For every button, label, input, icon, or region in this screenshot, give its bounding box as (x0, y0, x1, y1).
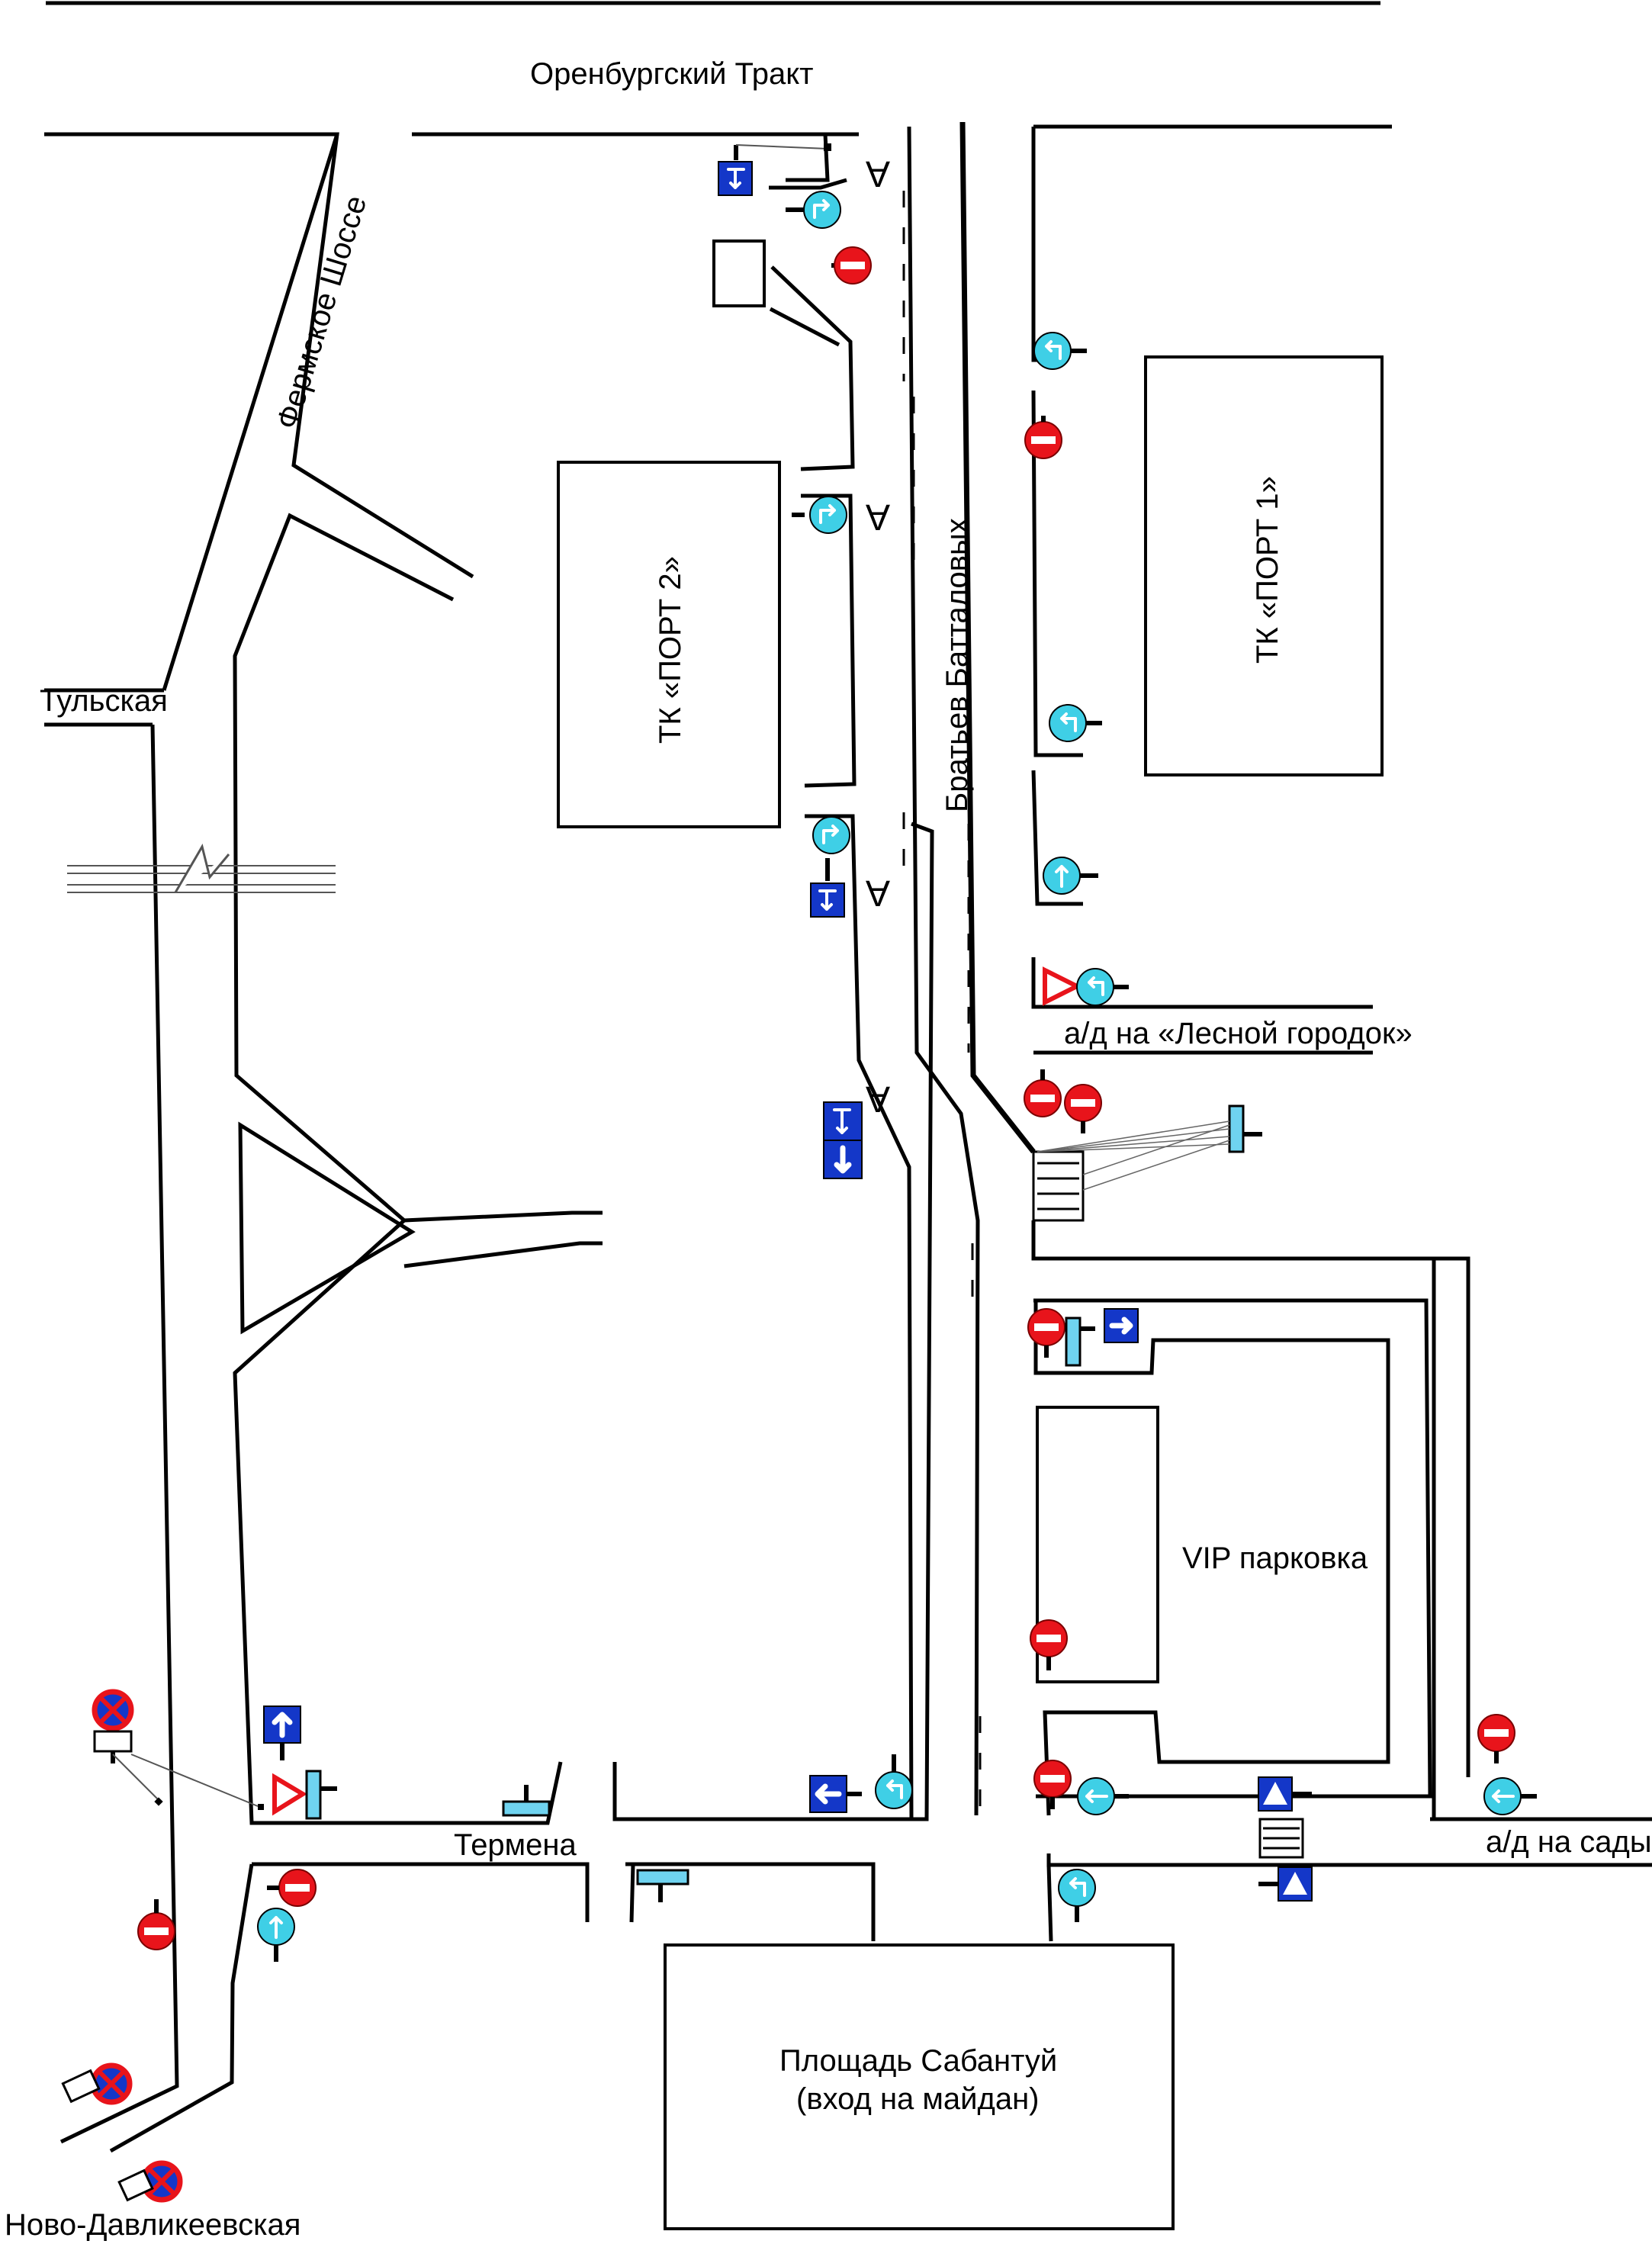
turn-right-sign (812, 815, 851, 855)
one-way-sign (810, 858, 845, 918)
label-port1: ТК «ПОРТ 1» (1251, 476, 1284, 664)
bus-stop-letter: A (866, 1079, 890, 1119)
label-orenburg-tract: Оренбургский Тракт (530, 57, 813, 91)
pedestrian-crossing-sign (1258, 1866, 1313, 1902)
go-straight-sign (1048, 703, 1102, 743)
port1-building (1144, 355, 1384, 776)
label-tulskaya: Тульская (40, 684, 168, 718)
go-straight-blue-sign (263, 1706, 301, 1760)
label-termena: Термена (454, 1828, 577, 1862)
small-building (712, 240, 766, 307)
bus-stop-markers: A A A A (866, 153, 890, 1119)
port2-building (557, 461, 781, 828)
turn-left-sign (1033, 331, 1087, 371)
road-network (44, 121, 1652, 2153)
turn-right-sign (786, 190, 842, 230)
no-entry-sign (1064, 1084, 1102, 1133)
one-way-sign (823, 1101, 863, 1179)
turn-left-blue-sign (809, 1775, 862, 1813)
go-left-sign (1076, 1776, 1129, 1816)
no-entry-sign (1024, 1069, 1062, 1117)
crosswalk-main (1032, 1150, 1085, 1222)
vip-entry-signs (1027, 1308, 1139, 1367)
label-batallovy: Братьев Батталовых (940, 518, 974, 812)
no-stopping-sign (61, 2066, 130, 2102)
crosswalk-small (1258, 1818, 1304, 1859)
yield-sign (1043, 966, 1129, 1007)
turn-right-sign (792, 495, 848, 535)
info-plate-sign (1037, 1104, 1262, 1191)
turn-left-sign (874, 1754, 914, 1810)
label-port2: ТК «ПОРТ 2» (654, 556, 687, 744)
no-entry-sign (1477, 1714, 1515, 1763)
no-entry-sign (137, 1899, 175, 1950)
pedestrian-crossing-sign (1258, 1776, 1312, 1812)
no-entry-sign (831, 246, 872, 285)
label-fermskoe-shosse: Фермское Шоссе (271, 192, 374, 433)
label-vip: VIP парковка (1182, 1542, 1368, 1575)
no-entry-sign (1030, 1619, 1068, 1670)
bus-stop-letter: A (866, 153, 890, 194)
lane-markings (902, 191, 982, 1808)
go-straight-sign (256, 1907, 296, 1962)
label-lesnoy: а/д на «Лесной городок» (1064, 1017, 1413, 1050)
no-entry-sign (1033, 1760, 1072, 1809)
info-plate-sign (502, 1785, 551, 1817)
one-way-sign (718, 143, 831, 196)
bus-stop-letter: A (866, 497, 890, 537)
go-left-sign (1483, 1776, 1537, 1816)
go-straight-sign (1042, 856, 1098, 895)
bus-stop-letter: A (866, 873, 890, 913)
no-stopping-sign (117, 2163, 180, 2200)
label-novo: Ново-Давликеевская (5, 2208, 301, 2242)
info-plate-sign (636, 1869, 689, 1902)
label-sabantuy-2: (вход на майдан) (796, 2082, 1039, 2116)
no-entry-sign (267, 1869, 317, 1907)
label-sady: а/д на сады (1486, 1825, 1652, 1859)
no-stopping-sign (95, 1692, 259, 1807)
no-entry-sign (1024, 416, 1062, 459)
label-sabantuy-1: Площадь Сабантуй (779, 2044, 1057, 2078)
sabantuy-square (664, 1943, 1175, 2230)
yield-sign (258, 1770, 337, 1820)
road-break-symbol (67, 844, 336, 893)
turn-left-sign (1057, 1868, 1097, 1922)
